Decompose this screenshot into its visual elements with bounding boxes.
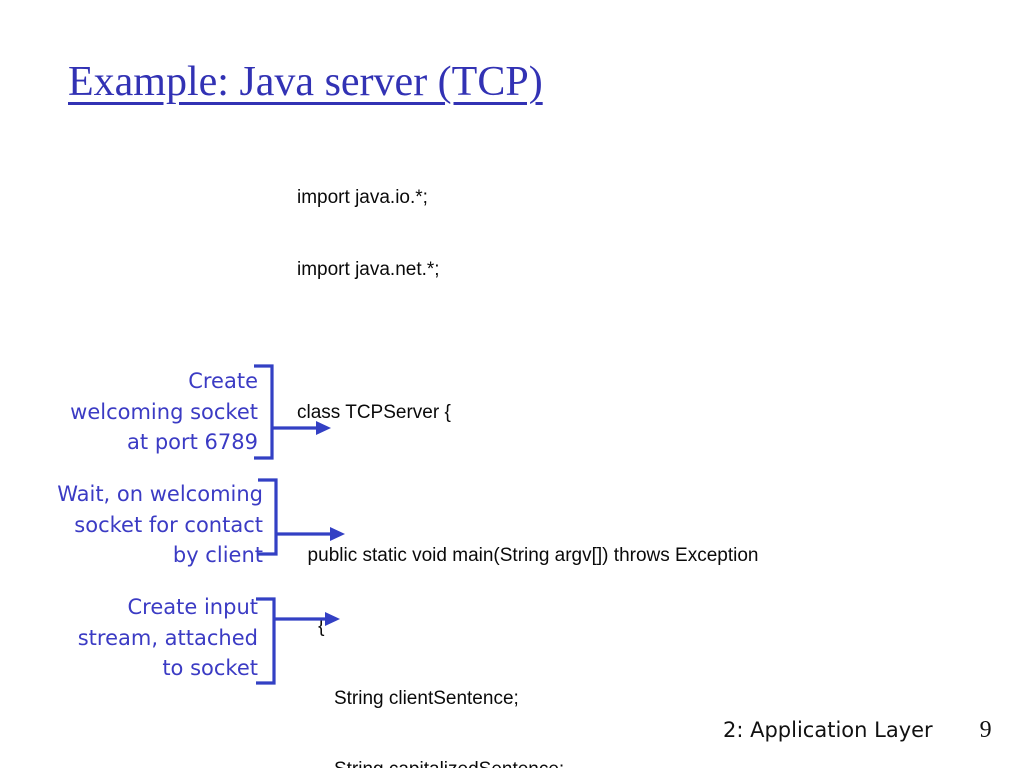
code-line: { bbox=[297, 616, 325, 637]
annotation-line: by client bbox=[172, 543, 263, 567]
annotation-line: Create input bbox=[127, 595, 258, 619]
annotation-line: at port 6789 bbox=[127, 430, 258, 454]
annotation-create-input-stream: Create input stream, attached to socket bbox=[78, 592, 258, 684]
annotation-line: Wait, on welcoming bbox=[57, 482, 263, 506]
code-line bbox=[297, 327, 880, 355]
annotation-line: stream, attached bbox=[77, 625, 258, 650]
footer-page-number: 9 bbox=[979, 717, 992, 743]
annotation-line: socket for contact bbox=[74, 512, 263, 537]
bracket-icon bbox=[256, 597, 276, 685]
annotation-line: to socket bbox=[162, 656, 258, 680]
slide-title: Example: Java server (TCP) bbox=[68, 59, 543, 105]
code-line: class TCPServer { bbox=[297, 401, 451, 423]
code-line: import java.io.*; bbox=[297, 187, 428, 208]
code-block: import java.io.*; import java.net.*; cla… bbox=[297, 140, 880, 768]
code-line: public static void main(String argv[]) t… bbox=[297, 544, 759, 566]
code-line: String clientSentence; bbox=[297, 687, 519, 709]
annotation-create-welcoming-socket: Create welcoming socket at port 6789 bbox=[70, 366, 258, 458]
annotation-wait-on-welcoming-socket: Wait, on welcoming socket for contact by… bbox=[57, 479, 263, 571]
footer: 2: Application Layer 9 bbox=[723, 717, 992, 744]
footer-section-label: 2: Application Layer bbox=[723, 718, 933, 742]
code-line: String capitalizedSentence; bbox=[297, 756, 880, 768]
annotation-line: Create bbox=[188, 369, 258, 393]
annotation-line: welcoming socket bbox=[70, 399, 258, 424]
code-line bbox=[297, 470, 880, 498]
code-line: import java.net.*; bbox=[297, 258, 440, 280]
